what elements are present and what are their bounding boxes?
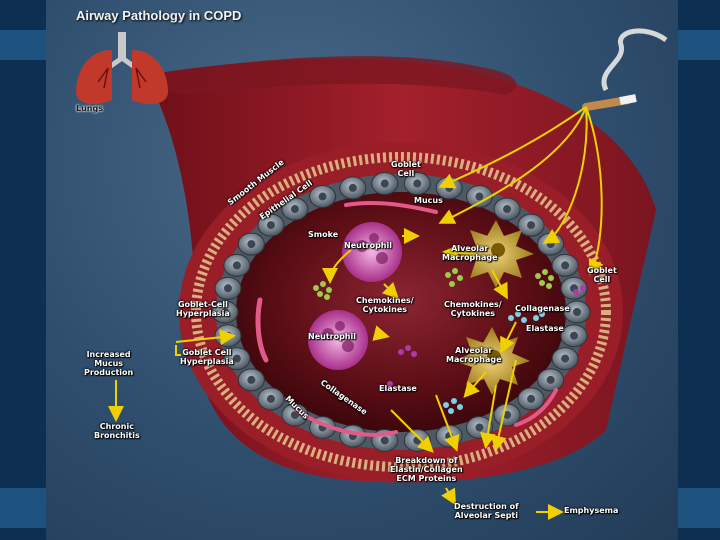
epithelial-cell-nucleus — [221, 308, 229, 316]
elastase-right-label: Elastase — [526, 324, 564, 333]
epithelial-cell-nucleus — [247, 240, 256, 249]
airway-illustration — [76, 28, 668, 520]
epithelial-cell-nucleus — [266, 394, 275, 403]
neutrophil-top-label: Neutrophil — [344, 241, 392, 250]
pathway-arrows-plain — [175, 345, 181, 356]
goblet-cell-hyperplasia-mid-label: Goblet Cell Hyperplasia — [180, 348, 234, 366]
goblet-cell-top-label: Goblet Cell — [391, 160, 421, 178]
breakdown-ecm-label: Breakdown of Elastin/Collagen ECM Protei… — [390, 456, 463, 483]
smooth-muscle-layer — [191, 152, 611, 472]
epithelial-cell-nucleus — [561, 261, 570, 270]
mucus-strand-right — [514, 388, 558, 427]
epithelial-cell-nucleus — [503, 410, 512, 419]
epithelial-cell-nucleus — [413, 179, 422, 188]
chronic-bronchitis-label: Chronic Bronchitis — [94, 422, 140, 440]
epithelial-cell-nucleus — [475, 192, 484, 201]
epithelial-cell-nucleus — [546, 375, 555, 384]
elastase-particles — [380, 285, 586, 391]
epithelial-cell-nucleus — [232, 261, 241, 270]
epithelial-cell-nucleus — [266, 221, 275, 230]
epithelial-cell-nucleus — [573, 308, 581, 316]
goblet-cell-right-label: Goblet Cell — [587, 266, 617, 284]
macrophage-top-cell — [458, 220, 534, 288]
goblet-cell-hyperplasia-left-label: Goblet-Cell Hyperplasia — [176, 300, 230, 318]
page-title: Airway Pathology in COPD — [76, 8, 242, 23]
epithelial-cell-nucleus — [527, 221, 536, 230]
airway-tube-top — [146, 56, 517, 95]
cigarette-icon — [582, 28, 668, 111]
lungs-icon — [76, 32, 168, 105]
epithelial-cell-nucleus — [561, 354, 570, 363]
epithelial-cell-nucleus — [348, 183, 357, 192]
epithelial-cell-nucleus — [475, 423, 484, 432]
neutrophil-mid-cell — [308, 310, 368, 370]
mucus-top-label: Mucus — [414, 196, 443, 205]
epithelial-cell-nucleus — [318, 192, 327, 201]
mucus-strand-left — [255, 297, 269, 363]
diagram-panel: Airway Pathology in COPD Lungs Goblet Ce… — [46, 0, 678, 540]
destruction-alveolar-septi-label: Destruction of Alveolar Septi — [454, 502, 519, 520]
mucus-strand-bottom — [294, 408, 398, 437]
increased-mucus-production-label: Increased Mucus Production — [84, 350, 134, 377]
alveolar-macrophage-top-label: Alveolar Macrophage — [442, 244, 498, 262]
alveolar-macrophage-mid-label: Alveolar Macrophage — [446, 346, 502, 364]
epithelial-cell-nucleus — [232, 354, 241, 363]
epithelial-cell-nucleus — [247, 375, 256, 384]
collagenase-right-label: Collagenase — [515, 304, 570, 313]
epithelial-cell-nucleus — [503, 205, 512, 214]
lungs-label: Lungs — [76, 104, 103, 113]
epithelial-cells — [211, 172, 591, 452]
elastase-mid-label: Elastase — [379, 384, 417, 393]
epithelial-cell-nucleus — [380, 436, 389, 445]
neutrophil-mid-label: Neutrophil — [308, 332, 356, 341]
enzyme-particles — [443, 311, 545, 414]
chemokines-cytokines-left-label: Chemokines/ Cytokines — [356, 296, 414, 314]
pathway-arrows — [108, 106, 604, 520]
chemokine-particles — [313, 268, 554, 300]
chemokines-cytokines-right-label: Chemokines/ Cytokines — [444, 300, 502, 318]
epithelial-cell-nucleus — [380, 179, 389, 188]
epithelial-cell-nucleus — [527, 394, 536, 403]
epithelial-cell-nucleus — [445, 183, 454, 192]
emphysema-label: Emphysema — [564, 506, 619, 515]
epithelial-cell-nucleus — [570, 331, 579, 340]
smoke-label: Smoke — [308, 230, 339, 239]
epithelial-cell-nucleus — [290, 205, 299, 214]
neutrophil-top-cell — [342, 222, 402, 282]
epithelial-cell-nucleus — [223, 284, 232, 293]
mucus-strand-top — [344, 200, 438, 214]
